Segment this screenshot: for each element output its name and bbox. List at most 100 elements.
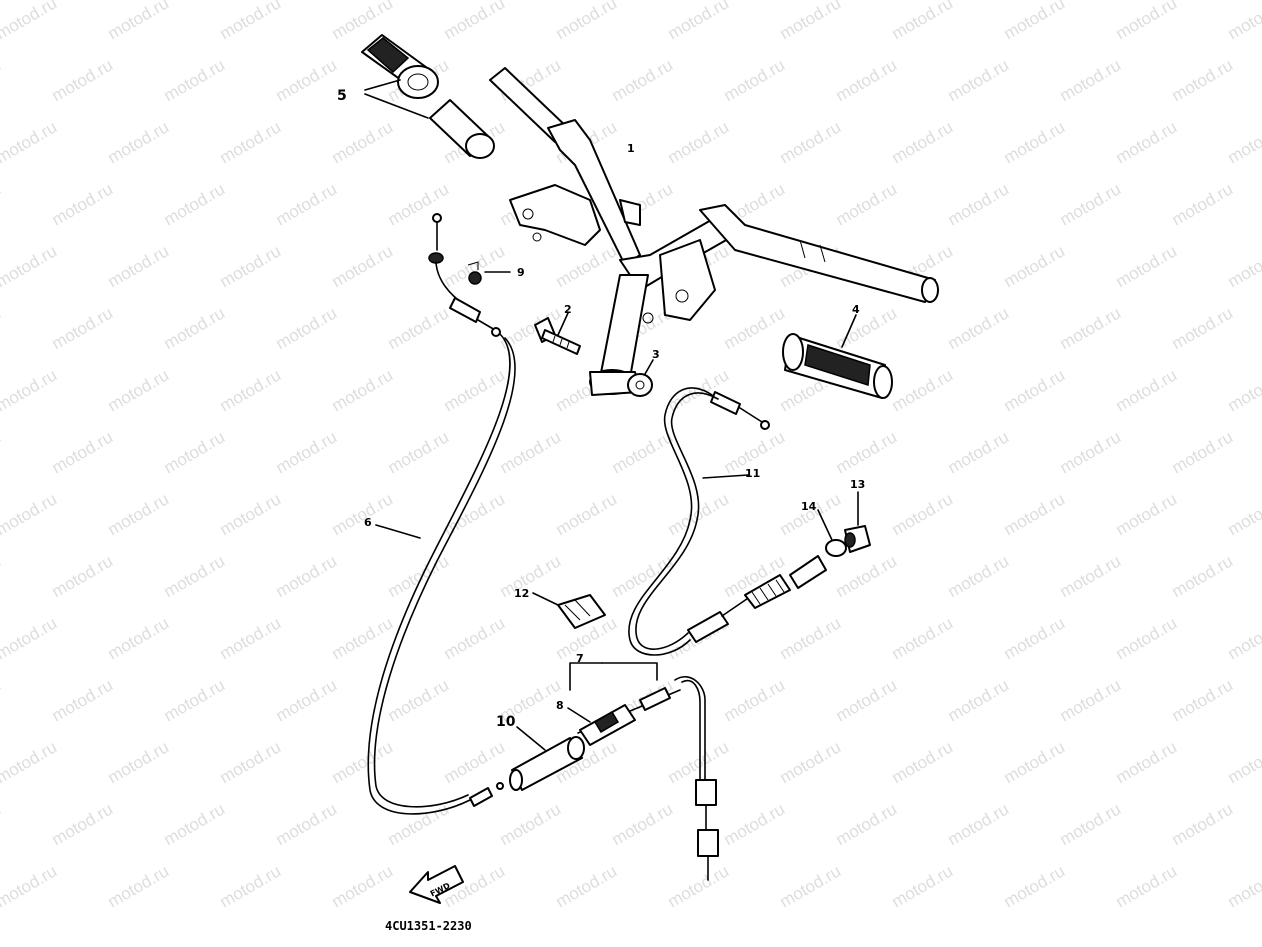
part-13-cap[interactable] (844, 491, 871, 553)
watermark-text: motod.ru (161, 427, 229, 477)
watermark-text: motod.ru (777, 0, 845, 43)
part-1-handlebar[interactable] (489, 67, 939, 324)
watermark-text: motod.ru (945, 427, 1013, 477)
watermark-text: motod.ru (49, 303, 117, 353)
watermark-text: motod.ru (1113, 861, 1181, 911)
watermark-text: motod.ru (1113, 365, 1181, 415)
watermark-text: motod.ru (721, 799, 789, 849)
part-8-adjuster[interactable] (567, 704, 636, 746)
watermark-text: motod.ru (0, 489, 60, 539)
watermark-text: motod.ru (385, 551, 453, 601)
watermark-text: motod.ru (105, 117, 173, 167)
callout-1: 1 (627, 142, 635, 155)
watermark-text: motod.ru (721, 55, 789, 105)
watermark-text: motod.ru (385, 427, 453, 477)
part-4-right-grip[interactable] (782, 314, 893, 399)
callout-9: 9 (517, 266, 525, 279)
callout-2: 2 (564, 303, 572, 316)
watermark-text: motod.ru (1169, 303, 1237, 353)
part-2-bolt[interactable] (534, 312, 581, 355)
watermark-text: motod.ru (889, 0, 957, 43)
part-10-sleeve[interactable] (509, 726, 585, 791)
part-12-clip[interactable] (532, 592, 606, 629)
callout-13: 13 (850, 478, 865, 491)
watermark-text: motod.ru (273, 551, 341, 601)
watermark-text: motod.ru (1001, 737, 1069, 787)
watermark-text: motod.ru (1225, 365, 1262, 415)
watermark-text: motod.ru (833, 179, 901, 229)
watermark-text: motod.ru (945, 799, 1013, 849)
watermark-text: motod.ru (889, 117, 957, 167)
part-9-screw[interactable] (467, 261, 511, 285)
watermark-text: motod.ru (0, 365, 60, 415)
watermark-text: motod.ru (1113, 241, 1181, 291)
watermark-text: motod.ru (273, 303, 341, 353)
watermark-text: motod.ru (945, 55, 1013, 105)
watermark-text: motod.ru (105, 365, 173, 415)
watermark-text: motod.ru (777, 861, 845, 911)
watermark-text: motod.ru (1225, 0, 1262, 43)
watermark-text: motod.ru (273, 55, 341, 105)
watermark-text: motod.ru (1001, 861, 1069, 911)
watermark-text: motod.ru (665, 117, 733, 167)
watermark-text: motod.ru (0, 117, 60, 167)
watermark-text: motod.ru (1113, 737, 1181, 787)
watermark-text: motod.ru (441, 489, 509, 539)
watermark-text: motod.ru (49, 427, 117, 477)
watermark-text: motod.ru (105, 489, 173, 539)
watermark-text: motod.ru (721, 675, 789, 725)
callout-5: 5 (337, 88, 347, 104)
watermark-text: motod.ru (721, 303, 789, 353)
watermark-text: motod.ru (161, 55, 229, 105)
watermark-text: motod.ru (1001, 365, 1069, 415)
watermark-text: motod.ru (833, 675, 901, 725)
part-3-nut[interactable] (627, 359, 654, 397)
watermark-text: motod.ru (105, 737, 173, 787)
watermark-text: motod.ru (0, 613, 60, 663)
watermark-text: motod.ru (1001, 241, 1069, 291)
watermark-text: motod.ru (889, 737, 957, 787)
watermark-text: motod.ru (385, 303, 453, 353)
watermark-text: motod.ru (329, 241, 397, 291)
watermark-text: motod.ru (441, 613, 509, 663)
watermark-text: motod.ru (1001, 489, 1069, 539)
watermark-text: motod.ru (329, 365, 397, 415)
watermark-text: motod.ru (329, 117, 397, 167)
watermark-text: motod.ru (329, 489, 397, 539)
watermark-text: motod.ru (49, 179, 117, 229)
watermark-text: motod.ru (161, 551, 229, 601)
watermark-text: motod.ru (1169, 55, 1237, 105)
part-6-throttle-cable[interactable] (367, 213, 516, 815)
watermark-text: motod.ru (1169, 799, 1237, 849)
watermark-text: motod.ru (553, 0, 621, 43)
part-5-grip-set[interactable] (361, 34, 495, 159)
watermark-text: motod.ru (217, 365, 285, 415)
watermark-text: motod.ru (0, 55, 4, 105)
watermark-text: motod.ru (833, 799, 901, 849)
watermark-text: motod.ru (889, 861, 957, 911)
drawing-code: 4CU1351-2230 (385, 919, 472, 933)
watermark-text: motod.ru (1057, 551, 1125, 601)
watermark-text: motod.ru (217, 861, 285, 911)
watermark-text: motod.ru (217, 737, 285, 787)
watermark-text: motod.ru (945, 303, 1013, 353)
watermark-text: motod.ru (945, 551, 1013, 601)
watermark-text: motod.ru (665, 0, 733, 43)
watermark-text: motod.ru (1169, 179, 1237, 229)
part-11-choke-cable[interactable] (628, 387, 827, 656)
watermark-text: motod.ru (777, 613, 845, 663)
watermark-text: motod.ru (161, 303, 229, 353)
watermark-text: motod.ru (1057, 427, 1125, 477)
watermark-text: motod.ru (0, 675, 4, 725)
watermark-text: motod.ru (1057, 675, 1125, 725)
watermark-text: motod.ru (609, 55, 677, 105)
watermark-text: motod.ru (497, 799, 565, 849)
watermark-text: motod.ru (1001, 117, 1069, 167)
part-14-collar[interactable] (817, 509, 847, 557)
watermark-text: motod.ru (1225, 861, 1262, 911)
watermark-text: motod.ru (441, 0, 509, 43)
watermark-text: motod.ru (497, 551, 565, 601)
watermark-text: motod.ru (945, 179, 1013, 229)
callout-6: 6 (364, 516, 372, 529)
watermark-text: motod.ru (1225, 489, 1262, 539)
